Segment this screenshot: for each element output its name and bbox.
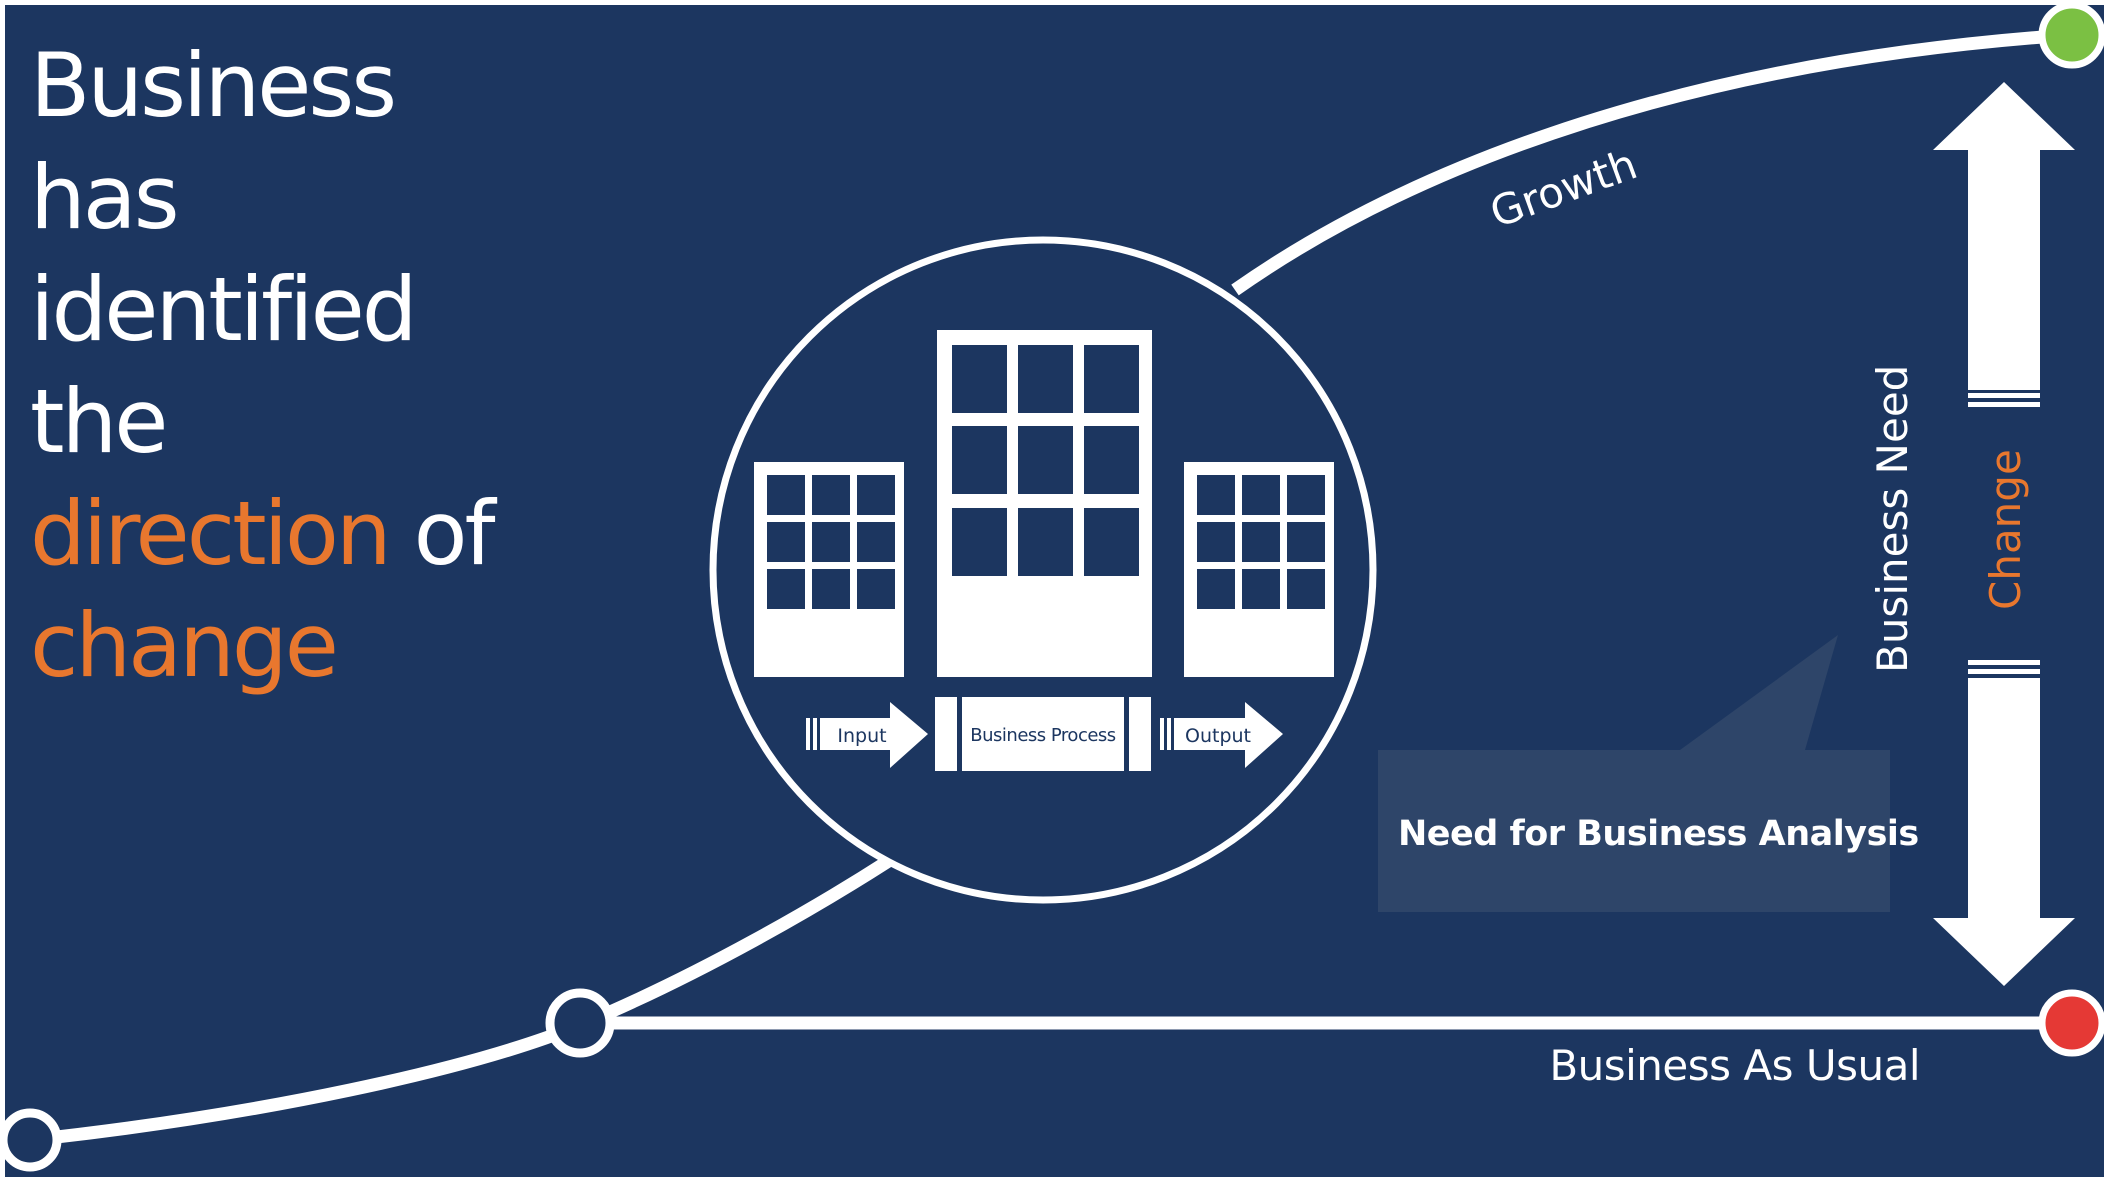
- bau-end-node: [2038, 989, 2106, 1057]
- business-need-label: Business Need: [1868, 365, 1917, 673]
- callout-text: Need for Business Analysis: [1398, 814, 1919, 854]
- building-icon: [1184, 462, 1334, 677]
- start-node: [0, 1108, 62, 1172]
- input-label: Input: [837, 725, 886, 747]
- growth-curve-upper: [1231, 28, 2071, 296]
- headline-line: change: [30, 590, 670, 702]
- input-arrow-icon: [806, 702, 928, 768]
- headline-line: Business: [30, 34, 397, 137]
- headline-text: of: [388, 482, 496, 585]
- headline-line: identified: [30, 258, 418, 361]
- building-icon: [937, 330, 1152, 677]
- business-process-box: [935, 697, 1151, 771]
- callout-box: [1378, 635, 1890, 912]
- headline-line: direction of: [30, 478, 670, 590]
- headline-line: has: [30, 146, 180, 249]
- building-icon: [754, 462, 904, 677]
- output-arrow-icon: [1160, 702, 1283, 768]
- headline: Business has identified the direction of…: [30, 30, 670, 702]
- headline-line: the: [30, 370, 168, 473]
- headline-accent: change: [30, 594, 339, 697]
- change-label: Change: [1981, 449, 2030, 610]
- double-arrow-icon: [1933, 82, 2075, 986]
- output-label: Output: [1185, 725, 1251, 747]
- business-process-label: Business Process: [970, 725, 1116, 746]
- branch-node: [545, 988, 615, 1058]
- business-as-usual-label: Business As Usual: [1549, 1041, 1920, 1090]
- headline-accent: direction: [30, 482, 392, 585]
- growth-end-node: [2038, 1, 2106, 69]
